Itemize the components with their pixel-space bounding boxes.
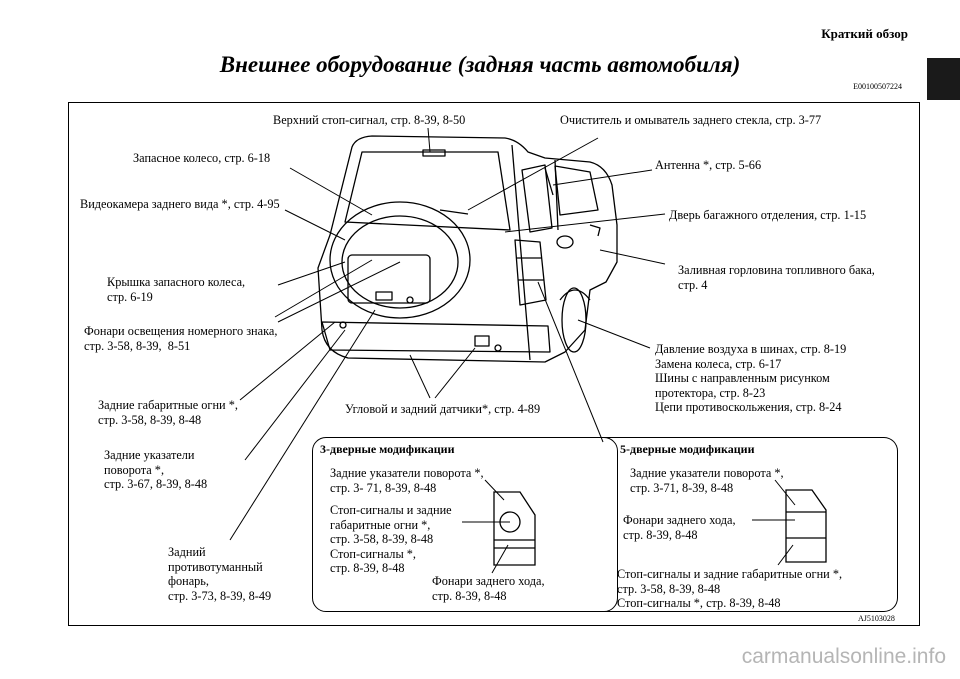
- rear-window: [344, 151, 511, 231]
- label-side-markers: Задние габаритные огни *, стр. 3-58, 8-3…: [98, 398, 238, 427]
- label-parking-sensors: Угловой и задний датчики*, стр. 4-89: [345, 402, 541, 416]
- vehicle-body-outline: [317, 135, 618, 363]
- license-plate-area: [347, 254, 431, 304]
- panel-5door-title: 5-дверные модификации: [620, 442, 755, 456]
- tail-light: [514, 239, 547, 306]
- label-rear-wiper: Очиститель и омыватель заднего стекла, с…: [560, 113, 822, 127]
- label-spare-wheel: Запасное колесо, стр. 6-18: [133, 151, 271, 165]
- rear-bumper: [321, 321, 551, 353]
- figure-code: AJ5103028: [858, 614, 895, 623]
- label-high-brake-light: Верхний стоп-сигнал, стр. 8-39, 8-50: [273, 113, 466, 127]
- panel-3door-stop: Стоп-сигналы и задние габаритные огни *,…: [330, 503, 452, 575]
- label-spare-cover: Крышка запасного колеса, стр. 6-19: [107, 275, 246, 304]
- panel-3door: [312, 437, 618, 612]
- section-tab-marker: [927, 58, 960, 100]
- page-title: Внешнее оборудование (задняя часть автом…: [219, 52, 741, 77]
- side-window-rear: [521, 164, 553, 233]
- label-plate-lights: Фонари освещения номерного знака, стр. 3…: [84, 324, 278, 353]
- label-turn-signals: Задние указатели поворота *, стр. 3-67, …: [104, 448, 208, 491]
- page-code: E00100507224: [853, 82, 902, 91]
- label-rear-camera: Видеокамера заднего вида *, стр. 4-95: [80, 197, 280, 211]
- label-fuel-filler: Заливная горловина топливного бака, стр.…: [678, 263, 875, 292]
- panel-5door-turn: Задние указатели поворота *, стр. 3-71, …: [630, 466, 784, 495]
- label-tailgate: Дверь багажного отделения, стр. 1-15: [669, 208, 867, 222]
- leader-lines: [229, 127, 796, 574]
- label-rear-fog: Задний противотуманный фонарь, стр. 3-73…: [168, 545, 272, 603]
- panel-3door-turn: Задние указатели поворота *, стр. 3- 71,…: [330, 466, 484, 495]
- watermark: carmanualsonline.info: [0, 645, 960, 669]
- watermark-text: carmanualsonline.info: [741, 645, 946, 668]
- side-window-front: [554, 165, 599, 216]
- panel-5door-stop: Стоп-сигналы и задние габаритные огни *,…: [617, 567, 843, 610]
- spare-wheel-shape: [329, 201, 471, 319]
- section-header: Краткий обзор: [821, 26, 908, 41]
- panel-5door-reverse: Фонари заднего хода, стр. 8-39, 8-48: [623, 513, 736, 542]
- panel-3door-reverse: Фонари заднего хода, стр. 8-39, 8-48: [432, 574, 545, 603]
- lamp-3door: [493, 491, 536, 566]
- label-tires: Давление воздуха в шинах, стр. 8-19 Заме…: [655, 342, 847, 414]
- figure-frame: [68, 102, 920, 626]
- panel-5door: [604, 437, 898, 612]
- label-antenna: Антенна *, стр. 5-66: [655, 158, 762, 172]
- panel-3door-title: 3-дверные модификации: [320, 442, 455, 456]
- lamp-5door: [785, 489, 827, 563]
